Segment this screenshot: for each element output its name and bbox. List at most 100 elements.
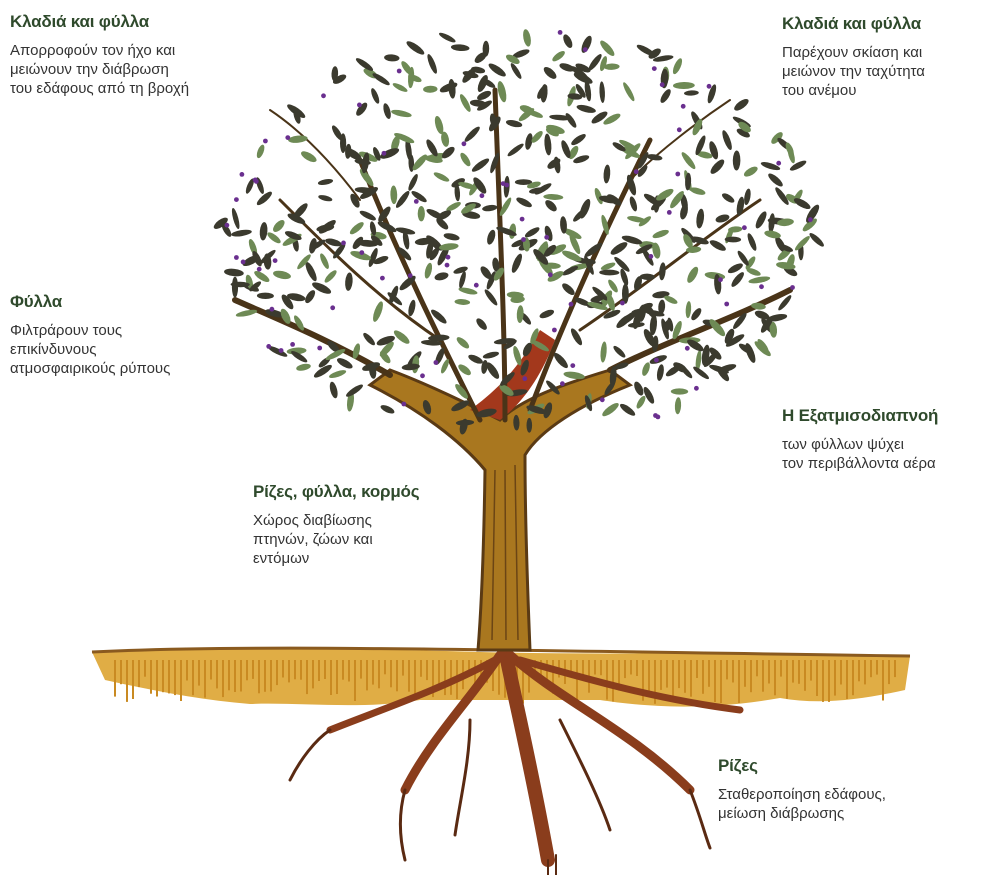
leaf (634, 381, 644, 396)
leaf (340, 133, 347, 154)
berry (684, 345, 690, 351)
leaf (530, 328, 539, 345)
leaf (245, 178, 254, 194)
leaf (439, 32, 456, 43)
leaf (686, 246, 702, 253)
leaf (778, 295, 792, 311)
leaf (652, 242, 661, 259)
leaf (327, 340, 340, 353)
leaf (352, 343, 361, 359)
leaf (267, 346, 288, 357)
leaf (802, 218, 817, 232)
leaf (451, 400, 470, 412)
leaf (549, 244, 567, 255)
leaf (696, 208, 705, 229)
leaf (464, 126, 480, 142)
leaf (568, 145, 579, 160)
leaf (354, 187, 374, 194)
leaf (620, 311, 637, 325)
leaf (603, 164, 611, 184)
leaf (520, 359, 529, 376)
callout-description: Απορροφούν τον ήχο και μειώνουν την διάβ… (10, 42, 190, 97)
leaf (674, 397, 682, 415)
leaf (468, 354, 483, 364)
leaf (380, 405, 395, 414)
leaf (775, 187, 789, 205)
leaf (745, 343, 756, 363)
leaf (648, 48, 661, 59)
leaf (599, 56, 608, 72)
leaf (543, 402, 553, 419)
leaf (643, 386, 655, 404)
leaf (280, 308, 291, 324)
leaf (623, 82, 635, 102)
leaf (591, 111, 608, 124)
leaf (760, 162, 781, 171)
callout-evapotranspiration: Η Εξατμισοδιαπνοή των φύλλων ψύχει τον π… (782, 406, 987, 473)
leaf (256, 191, 272, 206)
leaf (408, 299, 416, 317)
leaf (539, 309, 555, 319)
leaf (451, 178, 465, 188)
leaf (480, 266, 492, 280)
berry (504, 182, 510, 188)
leaf (395, 227, 416, 235)
leaf (252, 251, 262, 267)
berry (552, 327, 557, 333)
leaf (768, 213, 775, 233)
leaf (516, 305, 524, 323)
leaf (329, 381, 338, 399)
leaf (737, 250, 749, 266)
leaf (745, 256, 756, 270)
berry (776, 160, 782, 166)
leaf (785, 142, 794, 157)
leaf (254, 270, 270, 283)
leaf (738, 121, 751, 133)
leaf (809, 232, 824, 247)
leaf (458, 181, 476, 190)
leaf (394, 133, 415, 144)
callout-title: Κλαδιά και φύλλα (782, 14, 922, 33)
berry (263, 138, 268, 144)
leaf (736, 196, 745, 216)
leaf (575, 84, 586, 98)
leaf (395, 190, 410, 208)
berry (321, 93, 326, 99)
leaf (620, 403, 636, 416)
leaf (614, 256, 630, 272)
berry (519, 216, 525, 222)
berry (706, 83, 712, 89)
leaf (349, 222, 364, 235)
leaf (662, 319, 672, 333)
leaf (505, 54, 520, 64)
leaf (660, 89, 671, 103)
leaf (643, 193, 662, 207)
leaf (525, 133, 533, 150)
leaf (337, 358, 353, 369)
leaf (406, 41, 425, 55)
berry (473, 282, 479, 288)
berry (570, 363, 576, 368)
berry (407, 273, 413, 278)
leaf (431, 309, 447, 324)
leaf (734, 98, 749, 111)
berry (521, 237, 526, 242)
berry (341, 240, 346, 246)
leaf (329, 370, 347, 379)
leaf (354, 158, 371, 165)
leaf (769, 321, 778, 338)
berry (433, 360, 439, 365)
leaf (459, 271, 466, 289)
leaf (231, 229, 252, 237)
canopy (213, 29, 824, 435)
leaf (732, 150, 741, 171)
leaf (637, 152, 649, 169)
callout-title: Κλαδιά και φύλλα (10, 12, 150, 31)
leaf (426, 139, 438, 157)
leaf (422, 400, 432, 415)
leaf (601, 214, 609, 235)
leaf (486, 271, 496, 290)
leaf (649, 314, 658, 336)
leaf (293, 203, 308, 219)
leaf (516, 197, 532, 208)
